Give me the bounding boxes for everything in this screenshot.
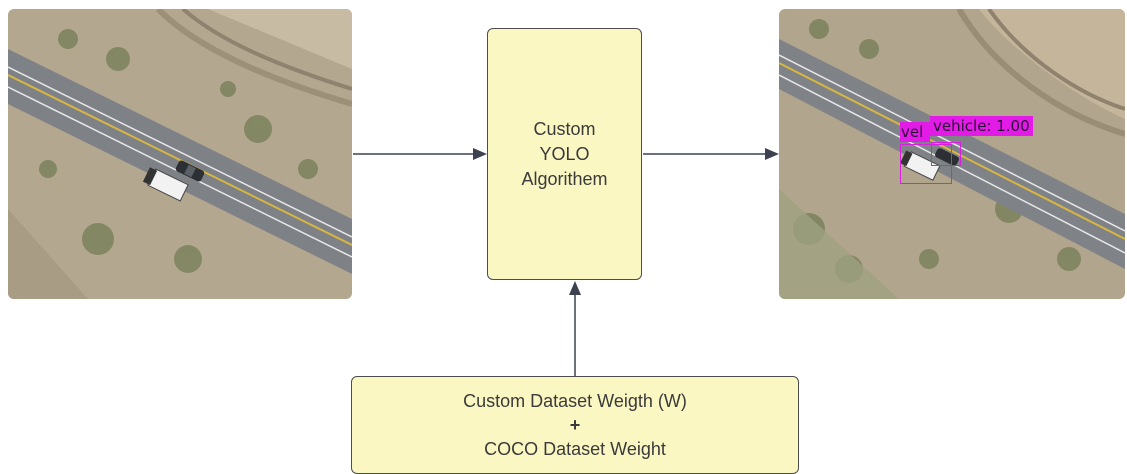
algorithm-label-line: Algorithem xyxy=(521,168,608,189)
weights-label-line: Custom Dataset Weigth (W) xyxy=(463,391,687,411)
plus-sign: + xyxy=(569,415,581,435)
arrowhead xyxy=(473,148,487,160)
algorithm-box: Custom YOLO Algorithem xyxy=(487,28,642,280)
detection-bounding-box xyxy=(931,142,961,166)
detection-bounding-box xyxy=(900,144,952,184)
arrowhead xyxy=(765,148,779,160)
algorithm-label-line: Custom xyxy=(533,118,596,139)
input-aerial-image xyxy=(8,9,352,299)
weights-label-line: COCO Dataset Weight xyxy=(484,439,666,459)
output-detection-image xyxy=(779,9,1125,299)
detection-label: vel xyxy=(900,122,930,142)
algorithm-label-line: YOLO xyxy=(539,143,590,164)
arrowhead xyxy=(569,281,581,295)
weights-box: Custom Dataset Weigth (W) + COCO Dataset… xyxy=(351,376,799,474)
detection-label: vehicle: 1.00 xyxy=(930,116,1033,136)
